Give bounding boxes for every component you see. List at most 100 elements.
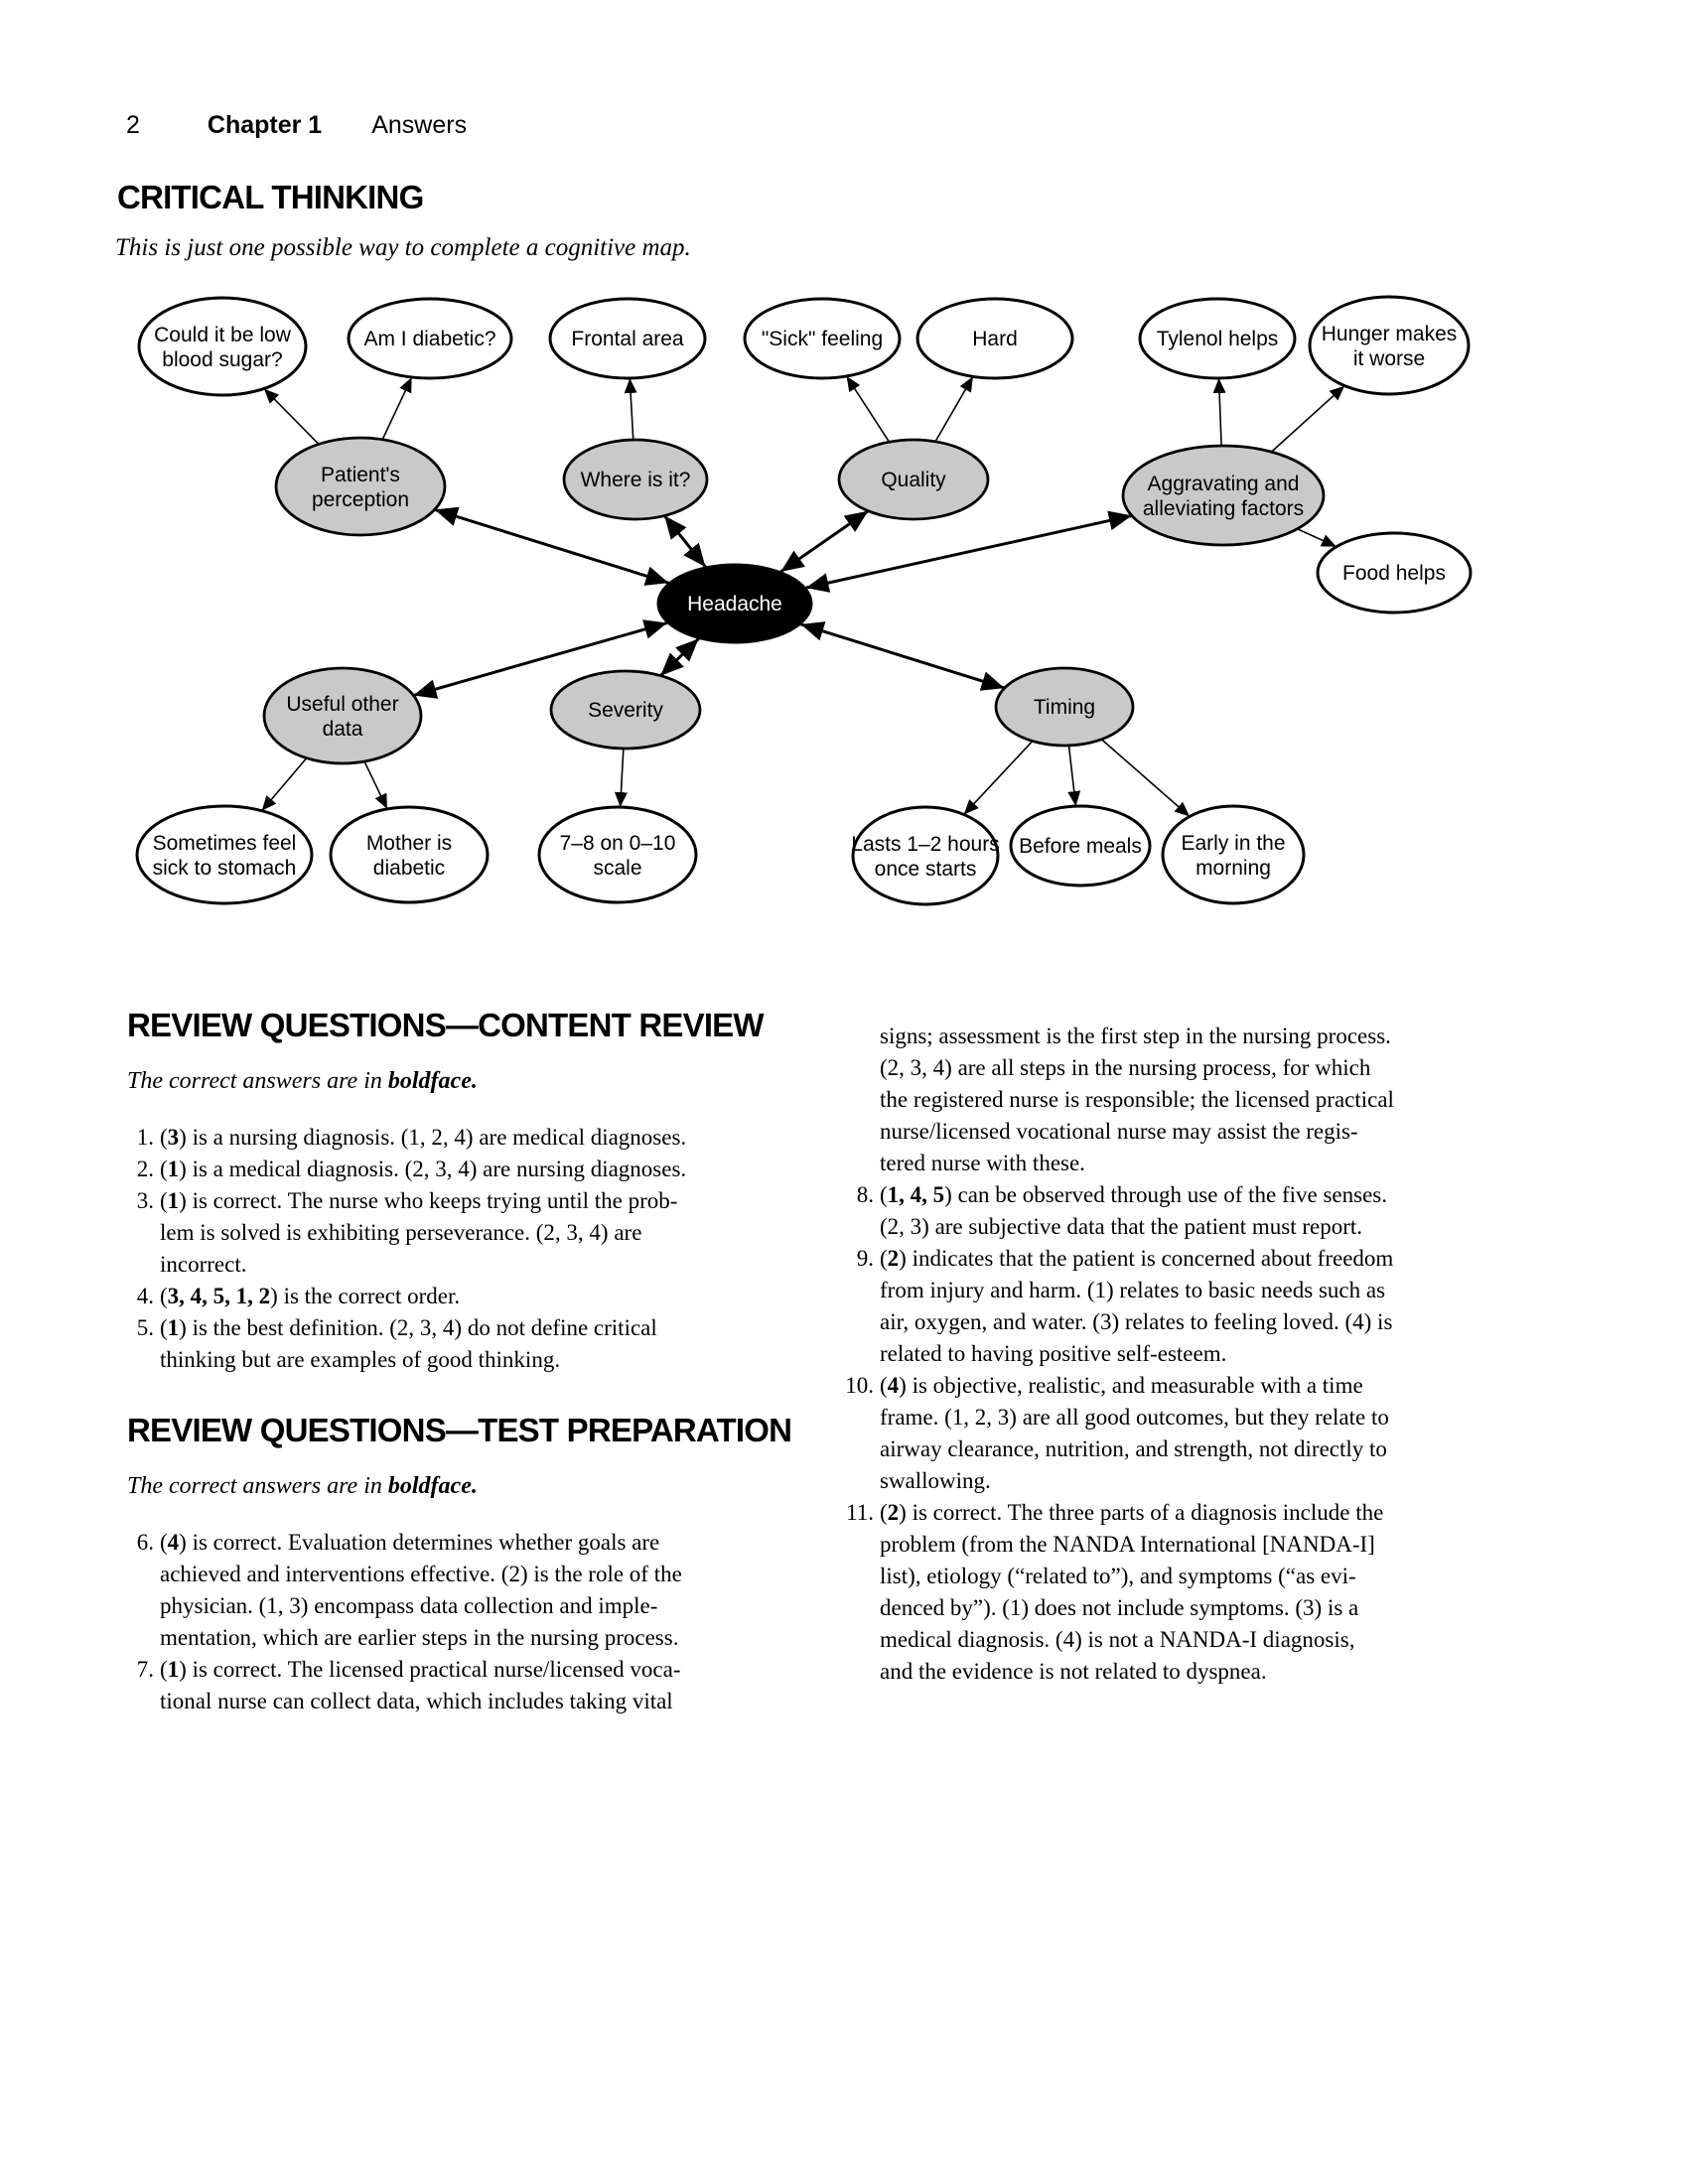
map-edge-headache-timing	[800, 621, 1006, 691]
item-text: (1) is correct. The licensed practical n…	[160, 1654, 681, 1717]
map-node-severity: Severity	[549, 669, 702, 751]
item-number: 7.	[136, 1657, 154, 1682]
item-number: 8.	[856, 1182, 874, 1207]
item-7-continuation: signs; assessment is the first step in t…	[844, 1021, 1539, 1179]
map-node-quality: Quality	[837, 438, 990, 521]
correct-answer: 1, 4, 5	[887, 1182, 945, 1207]
text-line: incorrect.	[160, 1252, 247, 1277]
correct-answer: 1	[167, 1188, 180, 1213]
map-node-label: Frontal area	[571, 328, 684, 350]
item-text: (3, 4, 5, 1, 2) is the correct order.	[160, 1281, 460, 1312]
item-text: (4) is objective, realistic, and measura…	[880, 1370, 1389, 1497]
map-edge-quality-sick-feeling	[845, 375, 891, 443]
item-text: (1, 4, 5) can be observed through use of…	[880, 1179, 1387, 1243]
item-number: 1.	[136, 1125, 154, 1150]
map-node-label: Before meals	[1019, 835, 1142, 858]
correct-answer: 4	[887, 1373, 900, 1398]
text-line: list), etiology (“related to”), and symp…	[880, 1564, 1356, 1588]
text-line: (2) is correct. The three parts of a dia…	[880, 1500, 1384, 1525]
correct-answer: 4	[167, 1530, 180, 1555]
text-line: (1) is a medical diagnosis. (2, 3, 4) ar…	[160, 1157, 687, 1181]
text-line: related to having positive self-esteem.	[880, 1341, 1227, 1366]
correct-answer: 1	[167, 1657, 180, 1682]
correct-answer: 1	[167, 1157, 180, 1181]
text-line: frame. (1, 2, 3) are all good outcomes, …	[880, 1405, 1389, 1430]
text-line: and the evidence is not related to dyspn…	[880, 1659, 1267, 1684]
item-text: (4) is correct. Evaluation determines wh…	[160, 1527, 682, 1654]
text-line: airway clearance, nutrition, and strengt…	[880, 1436, 1387, 1461]
text-line: problem (from the NANDA International [N…	[880, 1532, 1375, 1557]
text-line: lem is solved is exhibiting perseverance…	[160, 1220, 642, 1245]
note-boldface-word: boldface.	[387, 1068, 478, 1094]
answer-item: 5.(1) is the best definition. (2, 3, 4) …	[127, 1312, 834, 1376]
answer-item: 7.(1) is correct. The licensed practical…	[127, 1654, 834, 1717]
item-text: (1) is the best definition. (2, 3, 4) do…	[160, 1312, 657, 1376]
map-edge-headache-severity	[659, 637, 700, 677]
answer-item: 6.(4) is correct. Evaluation determines …	[127, 1527, 834, 1654]
text-line: (2, 3) are subjective data that the pati…	[880, 1214, 1363, 1239]
map-node-label: Quality	[881, 469, 946, 491]
map-edge-headache-quality	[779, 509, 870, 574]
map-edge-aggravating-alleviating-hunger-makes-worse	[1270, 384, 1345, 453]
text-line: (4) is correct. Evaluation determines wh…	[160, 1530, 660, 1555]
critical-thinking-heading: CRITICAL THINKING	[117, 179, 424, 215]
map-edge-aggravating-alleviating-food-helps	[1297, 528, 1337, 548]
map-node-food-helps: Food helps	[1316, 531, 1473, 614]
text-line: (4) is objective, realistic, and measura…	[880, 1373, 1363, 1398]
map-node-label: Timing	[1034, 696, 1095, 719]
map-node-label: "Sick" feeling	[762, 328, 883, 350]
text-line: (1, 4, 5) can be observed through use of…	[880, 1182, 1387, 1207]
map-node-label: Severity	[588, 699, 663, 722]
map-edge-patients-perception-could-low-sugar	[263, 387, 320, 445]
answer-item: 8.(1, 4, 5) can be observed through use …	[844, 1179, 1539, 1243]
test-preparation-note: The correct answers are in boldface.	[127, 1471, 834, 1501]
item-number: 9.	[856, 1246, 874, 1271]
test-preparation-answer-list-right: 8.(1, 4, 5) can be observed through use …	[844, 1179, 1539, 1688]
map-node-headache: Headache	[656, 563, 813, 644]
text-line: (2) indicates that the patient is concer…	[880, 1246, 1394, 1271]
map-node-frontal-area: Frontal area	[548, 297, 707, 380]
text-line: achieved and interventions effective. (2…	[160, 1562, 682, 1586]
map-edge-timing-before-meals	[1067, 745, 1081, 807]
test-preparation-heading: REVIEW QUESTIONS—TEST PREPARATION	[127, 1412, 792, 1448]
text-line: nurse/licensed vocational nurse may assi…	[880, 1119, 1358, 1144]
answer-item: 4.(3, 4, 5, 1, 2) is the correct order.	[127, 1281, 834, 1312]
text-line: thinking but are examples of good thinki…	[160, 1347, 561, 1372]
item-text: (3) is a nursing diagnosis. (1, 2, 4) ar…	[160, 1122, 686, 1154]
answer-item: 10.(4) is objective, realistic, and meas…	[844, 1370, 1539, 1497]
map-node-label: Food helps	[1342, 562, 1446, 585]
map-node-label: Headache	[687, 593, 782, 615]
map-edge-timing-lasts-1-2-hours	[963, 740, 1034, 816]
item-number: 10.	[845, 1373, 874, 1398]
content-review-heading: REVIEW QUESTIONS—CONTENT REVIEW	[127, 1007, 765, 1043]
correct-answer: 2	[887, 1500, 900, 1525]
note-prefix: The correct answers are in	[127, 1068, 388, 1094]
item-number: 3.	[136, 1188, 154, 1213]
right-column: signs; assessment is the first step in t…	[844, 1021, 1539, 1688]
text-line: (1) is correct. The nurse who keeps tryi…	[160, 1188, 678, 1213]
item-number: 4.	[136, 1284, 154, 1308]
map-edge-severity-scale-7-8	[614, 748, 628, 808]
note-boldface-word: boldface.	[387, 1473, 478, 1499]
map-node-sick-feeling: "Sick" feeling	[743, 297, 902, 380]
text-line: physician. (1, 3) encompass data collect…	[160, 1593, 658, 1618]
map-node-timing: Timing	[994, 666, 1135, 748]
item-text: (1) is a medical diagnosis. (2, 3, 4) ar…	[160, 1154, 686, 1185]
text-line: denced by”). (1) does not include sympto…	[880, 1595, 1359, 1620]
map-node-label: Am I diabetic?	[363, 328, 495, 350]
answer-item: 2.(1) is a medical diagnosis. (2, 3, 4) …	[127, 1154, 834, 1185]
map-node-am-i-diabetic: Am I diabetic?	[347, 297, 513, 380]
item-text: (2) is correct. The three parts of a dia…	[880, 1497, 1383, 1688]
text-line: mentation, which are earlier steps in th…	[160, 1625, 679, 1650]
